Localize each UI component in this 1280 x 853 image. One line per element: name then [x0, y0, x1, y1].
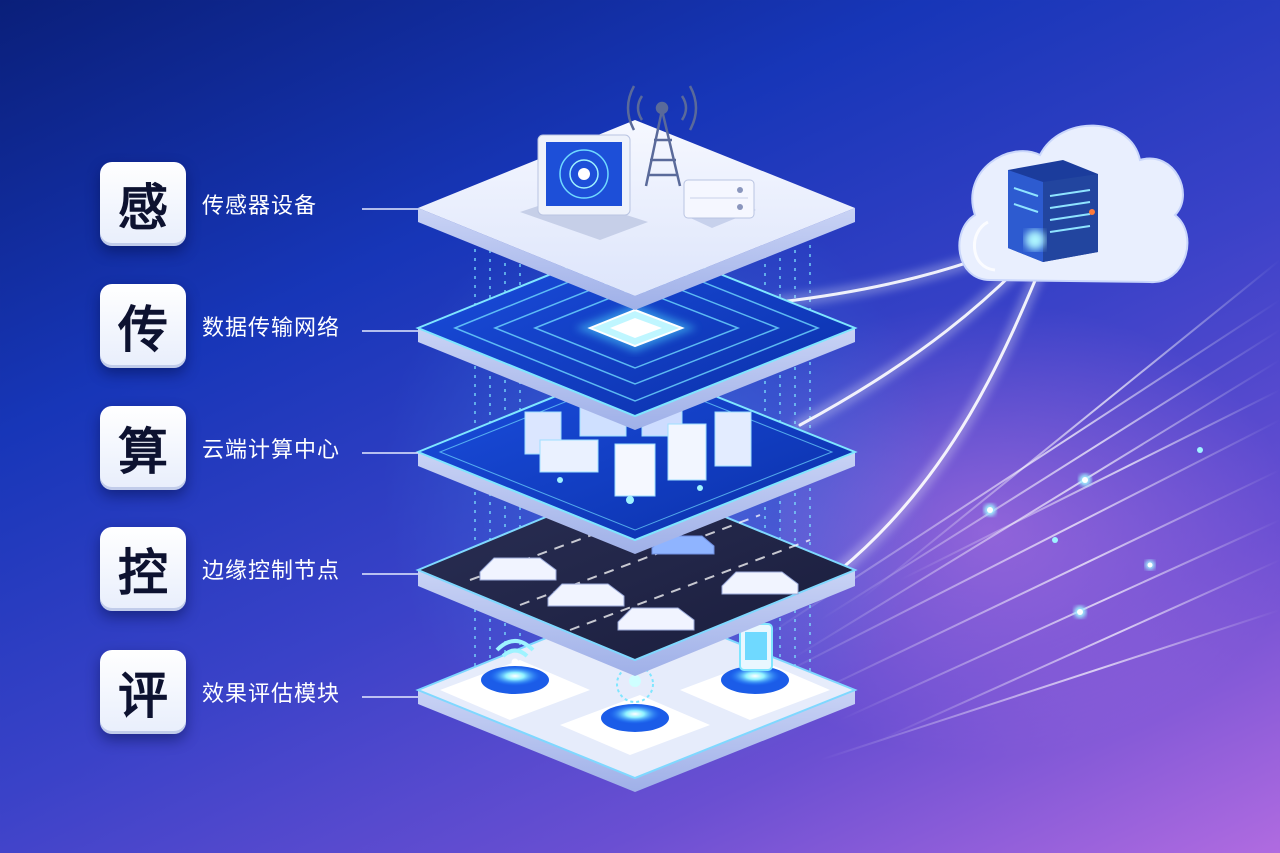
legend-row-evaluate: 评 效果评估模块 [100, 650, 440, 734]
label-cloud-compute: 云端计算中心 [202, 438, 341, 463]
tablet-icon [721, 623, 789, 694]
layer-data-transmission [415, 238, 858, 430]
glow-dots [984, 447, 1203, 618]
server-box-icon [683, 179, 756, 228]
label-evaluation: 效果评估模块 [202, 682, 341, 707]
connector-line [362, 452, 418, 454]
badge-transmit: 传 [100, 284, 186, 368]
badge-sense: 感 [100, 162, 186, 246]
car-icon [479, 557, 799, 631]
chip-icon [575, 304, 697, 352]
badge-control: 控 [100, 527, 186, 611]
pink-glow [780, 300, 1280, 760]
location-pin-icon [601, 665, 669, 732]
badge-compute: 算 [100, 406, 186, 490]
connector-line [362, 573, 418, 575]
cloud-connections [773, 228, 1057, 577]
label-sensor-devices: 传感器设备 [202, 194, 318, 219]
layer-evaluation [415, 600, 858, 792]
badge-evaluate: 评 [100, 650, 186, 734]
label-data-transmission: 数据传输网络 [202, 316, 341, 341]
wifi-icon [481, 639, 549, 694]
signal-tower-icon [626, 85, 698, 187]
legend-row-control: 控 边缘控制节点 [100, 527, 440, 611]
cloud-server-icon [958, 124, 1189, 284]
legend-row-compute: 算 云端计算中心 [100, 406, 440, 490]
connector-line [362, 330, 418, 332]
monitor-icon [520, 134, 648, 240]
legend-row-transmit: 传 数据传输网络 [100, 284, 440, 368]
connector-line [362, 696, 418, 698]
connector-line [362, 208, 418, 210]
label-edge-control: 边缘控制节点 [202, 559, 341, 584]
legend-row-sense: 感 传感器设备 [100, 162, 440, 246]
layer-sensor-devices [418, 85, 855, 310]
